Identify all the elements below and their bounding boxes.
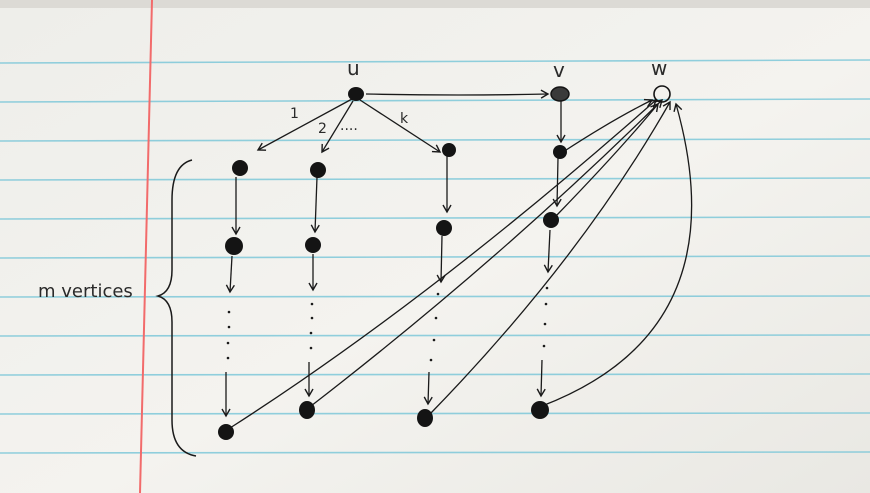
vertex-colv-2: [543, 212, 559, 228]
edge-bottomv-w: [541, 102, 693, 407]
edge-bottom1-w: [229, 99, 658, 429]
label-edge-2: 2: [318, 121, 327, 137]
vertex-col1-1: [232, 160, 248, 176]
edge-u-col1: [256, 98, 353, 151]
margin-line: [139, 0, 153, 493]
edge-colv-top-w: [562, 98, 654, 153]
curly-brace: [155, 159, 197, 457]
label-v: v: [553, 58, 565, 82]
edge-u-col2: [321, 100, 354, 154]
vertex-col1-2: [225, 237, 243, 255]
paper-edge-top: [0, 0, 870, 8]
edges: [221, 89, 693, 429]
vertex-colk-1: [442, 143, 456, 157]
vertex-col2-1: [310, 162, 326, 178]
vertex-w: [653, 85, 671, 103]
label-edge-k: k: [400, 111, 409, 127]
vertex-v: [550, 86, 570, 102]
vertex-col1-m: [218, 424, 234, 440]
label-u: u: [347, 56, 360, 80]
vertices: [218, 85, 671, 440]
vertex-colk-m: [417, 409, 433, 427]
vertex-colv-1: [553, 145, 567, 159]
vertex-colv-m: [531, 401, 549, 419]
vertex-u: [348, 87, 364, 101]
label-w: w: [651, 56, 667, 80]
continuation-dots: [226, 286, 549, 362]
label-edge-dots: ....: [340, 118, 358, 134]
edge-bottomk-w: [429, 100, 671, 415]
edge-bottom2-w: [310, 99, 664, 407]
edge-colv-mid-w: [555, 102, 659, 217]
label-edge-1: 1: [290, 106, 299, 122]
edge-u-colk: [359, 99, 442, 153]
vertex-col2-2: [305, 237, 321, 253]
vertex-colk-2: [436, 220, 452, 236]
edge-u-v: [365, 89, 550, 99]
label-m-vertices: m vertices: [38, 281, 133, 302]
vertex-col2-m: [299, 401, 315, 419]
